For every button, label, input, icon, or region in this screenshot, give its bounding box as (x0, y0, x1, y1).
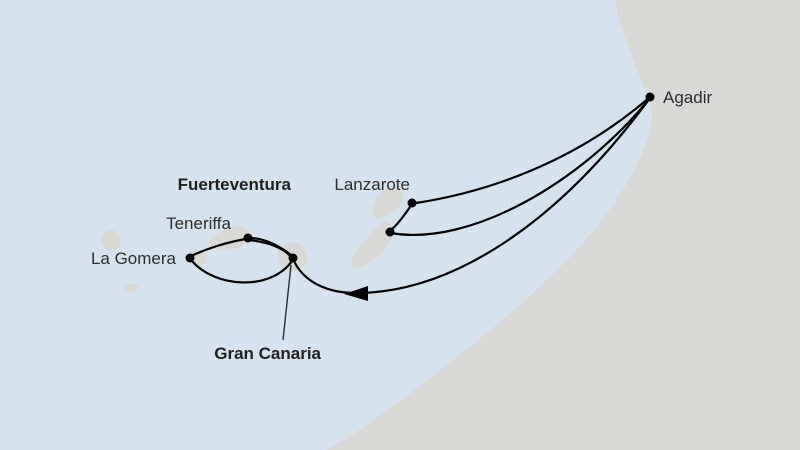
route-agadir-lanzarote (414, 95, 652, 205)
route-agadir-gran-canaria (293, 96, 652, 295)
gran-canaria-leader-line (282, 264, 292, 341)
route-teneriffa-loop (247, 238, 293, 259)
route-lines (189, 95, 652, 301)
island-fuerteventura (351, 220, 393, 269)
port-dot-lanzarote (407, 198, 417, 208)
port-label-gran-canaria: Gran Canaria (214, 344, 321, 363)
route-direction-arrow-icon (344, 286, 368, 301)
route-la-gomera-teneriffa (189, 237, 248, 258)
port-dot-fuerteventura (385, 227, 395, 237)
island-la-palma (101, 230, 121, 252)
port-dot-la-gomera (185, 253, 195, 263)
route-fuerteventura-agadir (389, 96, 652, 236)
port-dot-gran-canaria (288, 253, 298, 263)
island-el-hierro (124, 283, 138, 293)
mainland-coast (326, 0, 800, 450)
port-dot-teneriffa (243, 233, 253, 243)
port-label-fuerteventura: Fuerteventura (178, 175, 292, 194)
port-label-teneriffa: Teneriffa (166, 214, 231, 233)
port-label-la-gomera: La Gomera (91, 249, 177, 268)
island-lanzarote (372, 187, 404, 219)
port-label-agadir: Agadir (663, 88, 712, 107)
port-dot-agadir (645, 92, 655, 102)
port-label-lanzarote: Lanzarote (334, 175, 410, 194)
route-gran-canaria-la-gomera (190, 259, 294, 284)
